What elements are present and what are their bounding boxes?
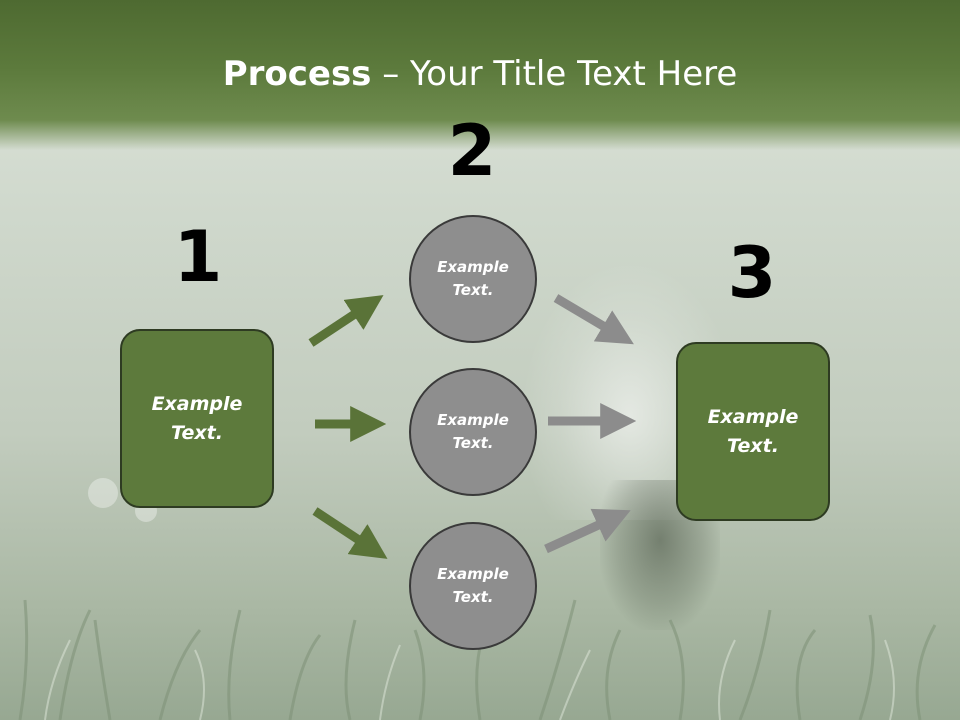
step-2-circle-middle: Example Text. [409, 368, 537, 496]
title-bold: Process [222, 54, 372, 94]
step-1-text: Example Text. [151, 392, 243, 444]
arrow-right-icon [312, 507, 388, 559]
step-3-box: Example Text. [676, 342, 830, 521]
step-number-1: 1 [173, 216, 223, 298]
title-rest: – Your Title Text Here [371, 54, 738, 94]
circle-text: Example Text. [437, 565, 509, 606]
grass-blades [18, 599, 937, 720]
arrow-right-icon [544, 508, 631, 554]
arrow-right-icon [553, 294, 634, 345]
step-3-text: Example Text. [707, 405, 799, 457]
step-number-2: 2 [447, 110, 497, 192]
step-2-circle-top: Example Text. [409, 215, 537, 343]
step-2-circle-bottom: Example Text. [409, 522, 537, 650]
circle-text: Example Text. [437, 258, 509, 299]
step-number-3: 3 [727, 232, 777, 314]
circle-text: Example Text. [437, 411, 509, 452]
step-1-box: Example Text. [120, 329, 274, 508]
arrow-right-icon [308, 295, 384, 347]
title-bar [0, 0, 960, 150]
bokeh-light [88, 478, 118, 508]
slide-title: Process – Your Title Text Here [0, 52, 960, 96]
